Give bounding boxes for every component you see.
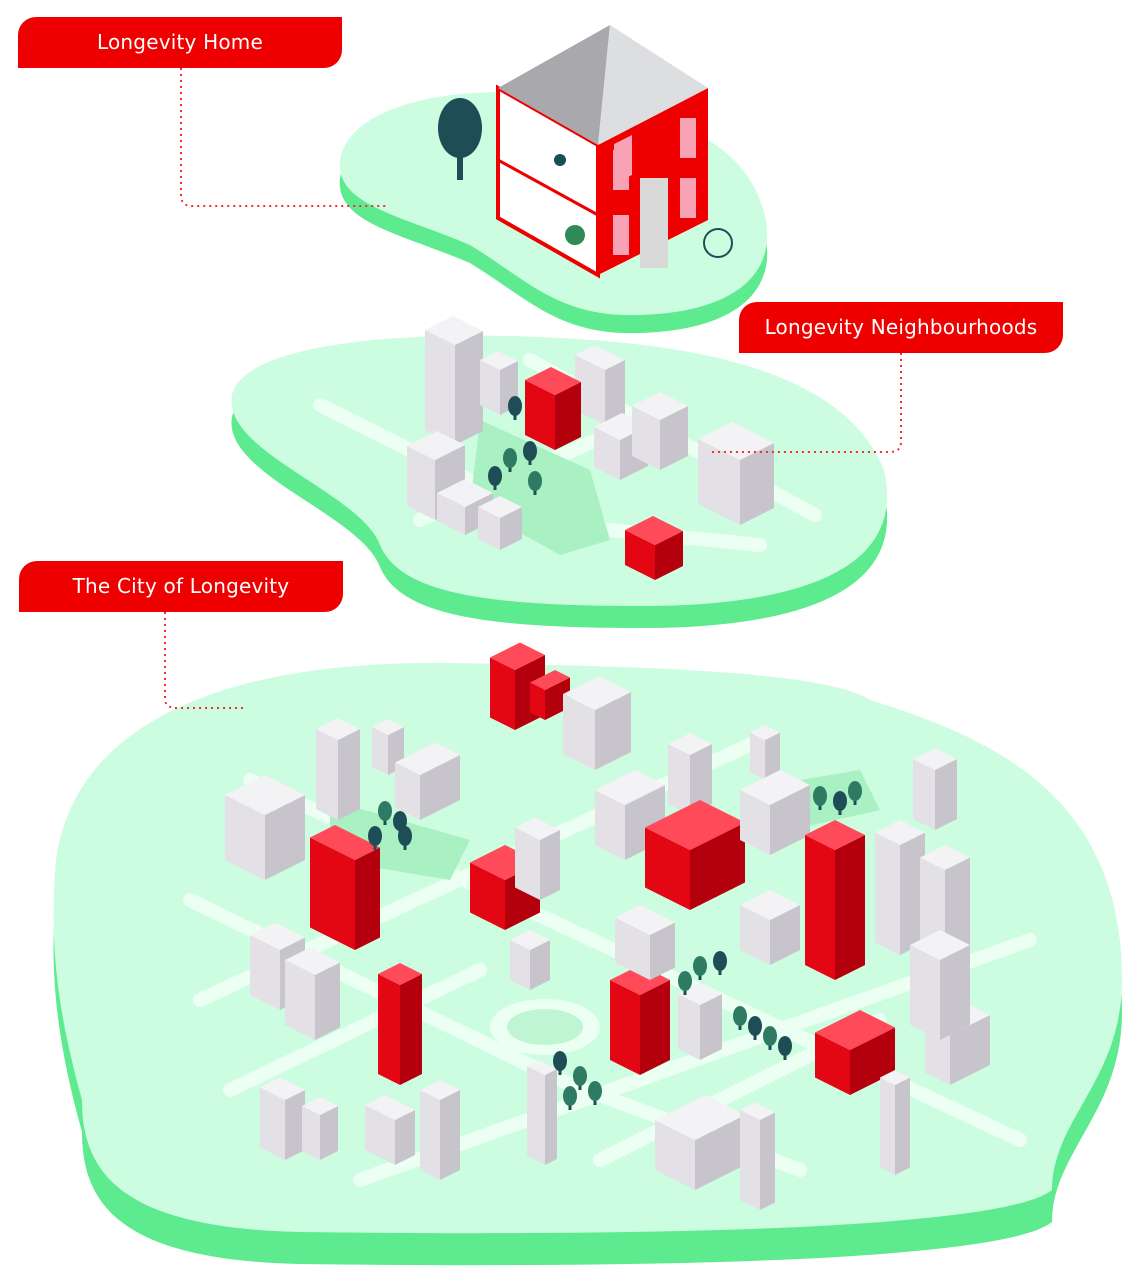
tree-icon — [848, 781, 862, 805]
white-building — [880, 1070, 910, 1175]
white-building — [875, 820, 925, 955]
tree-icon — [733, 1006, 747, 1030]
tree-icon — [503, 448, 517, 472]
tree-icon — [693, 956, 707, 980]
tree-icon — [523, 441, 537, 465]
tree-icon — [563, 1086, 577, 1110]
tree-icon — [588, 1081, 602, 1105]
white-building — [632, 392, 688, 470]
tree-icon — [573, 1066, 587, 1090]
white-building — [420, 1080, 460, 1180]
white-building — [395, 742, 460, 820]
white-building — [510, 930, 550, 990]
white-building — [655, 1095, 745, 1190]
white-building — [740, 770, 810, 855]
city-connector — [164, 612, 243, 709]
white-building — [480, 351, 518, 415]
red-building — [525, 367, 581, 450]
tree-icon — [678, 971, 692, 995]
white-building — [478, 496, 522, 550]
white-building — [285, 947, 340, 1040]
white-building — [750, 725, 780, 780]
white-building — [698, 422, 774, 525]
tree-icon — [748, 1016, 762, 1040]
red-building — [805, 820, 865, 980]
trees — [368, 396, 862, 1110]
white-building — [563, 676, 631, 770]
tree-icon — [528, 471, 542, 495]
tree-icon — [778, 1036, 792, 1060]
longevity-home-label: Longevity Home — [18, 17, 342, 68]
white-building — [316, 718, 360, 820]
tree-icon — [488, 466, 502, 490]
white-building — [615, 905, 675, 980]
white-building — [527, 1060, 557, 1165]
white-building — [910, 930, 970, 1040]
longevity-home-house — [496, 25, 733, 279]
red-building — [310, 825, 380, 950]
buildings — [220, 316, 990, 1210]
tree-icon — [368, 826, 382, 850]
white-building — [913, 748, 957, 830]
tree-icon — [713, 951, 727, 975]
city-of-longevity-label: The City of Longevity — [19, 561, 343, 612]
tree-icon — [398, 826, 412, 850]
white-building — [260, 1077, 305, 1160]
white-building — [740, 1102, 775, 1210]
tree-icon — [378, 801, 392, 825]
white-building — [225, 775, 305, 880]
home-connector — [180, 68, 388, 207]
tree-icon — [833, 791, 847, 815]
white-building — [740, 890, 800, 965]
home-tree — [438, 98, 482, 180]
white-building — [575, 345, 625, 425]
tree-icon — [553, 1051, 567, 1075]
white-building — [365, 1095, 415, 1165]
white-building — [668, 733, 712, 815]
red-building — [378, 963, 422, 1085]
white-building — [515, 817, 560, 900]
longevity-neighbourhoods-label: Longevity Neighbourhoods — [739, 302, 1063, 353]
red-building — [645, 800, 745, 910]
tree-icon — [508, 396, 522, 420]
red-building — [610, 965, 670, 1075]
tree-icon — [813, 786, 827, 810]
red-building — [625, 516, 683, 580]
tree-icon — [763, 1026, 777, 1050]
white-building — [425, 316, 483, 445]
white-building — [302, 1097, 338, 1160]
connector-lines — [164, 68, 902, 709]
neighbourhoods-connector — [710, 353, 902, 453]
